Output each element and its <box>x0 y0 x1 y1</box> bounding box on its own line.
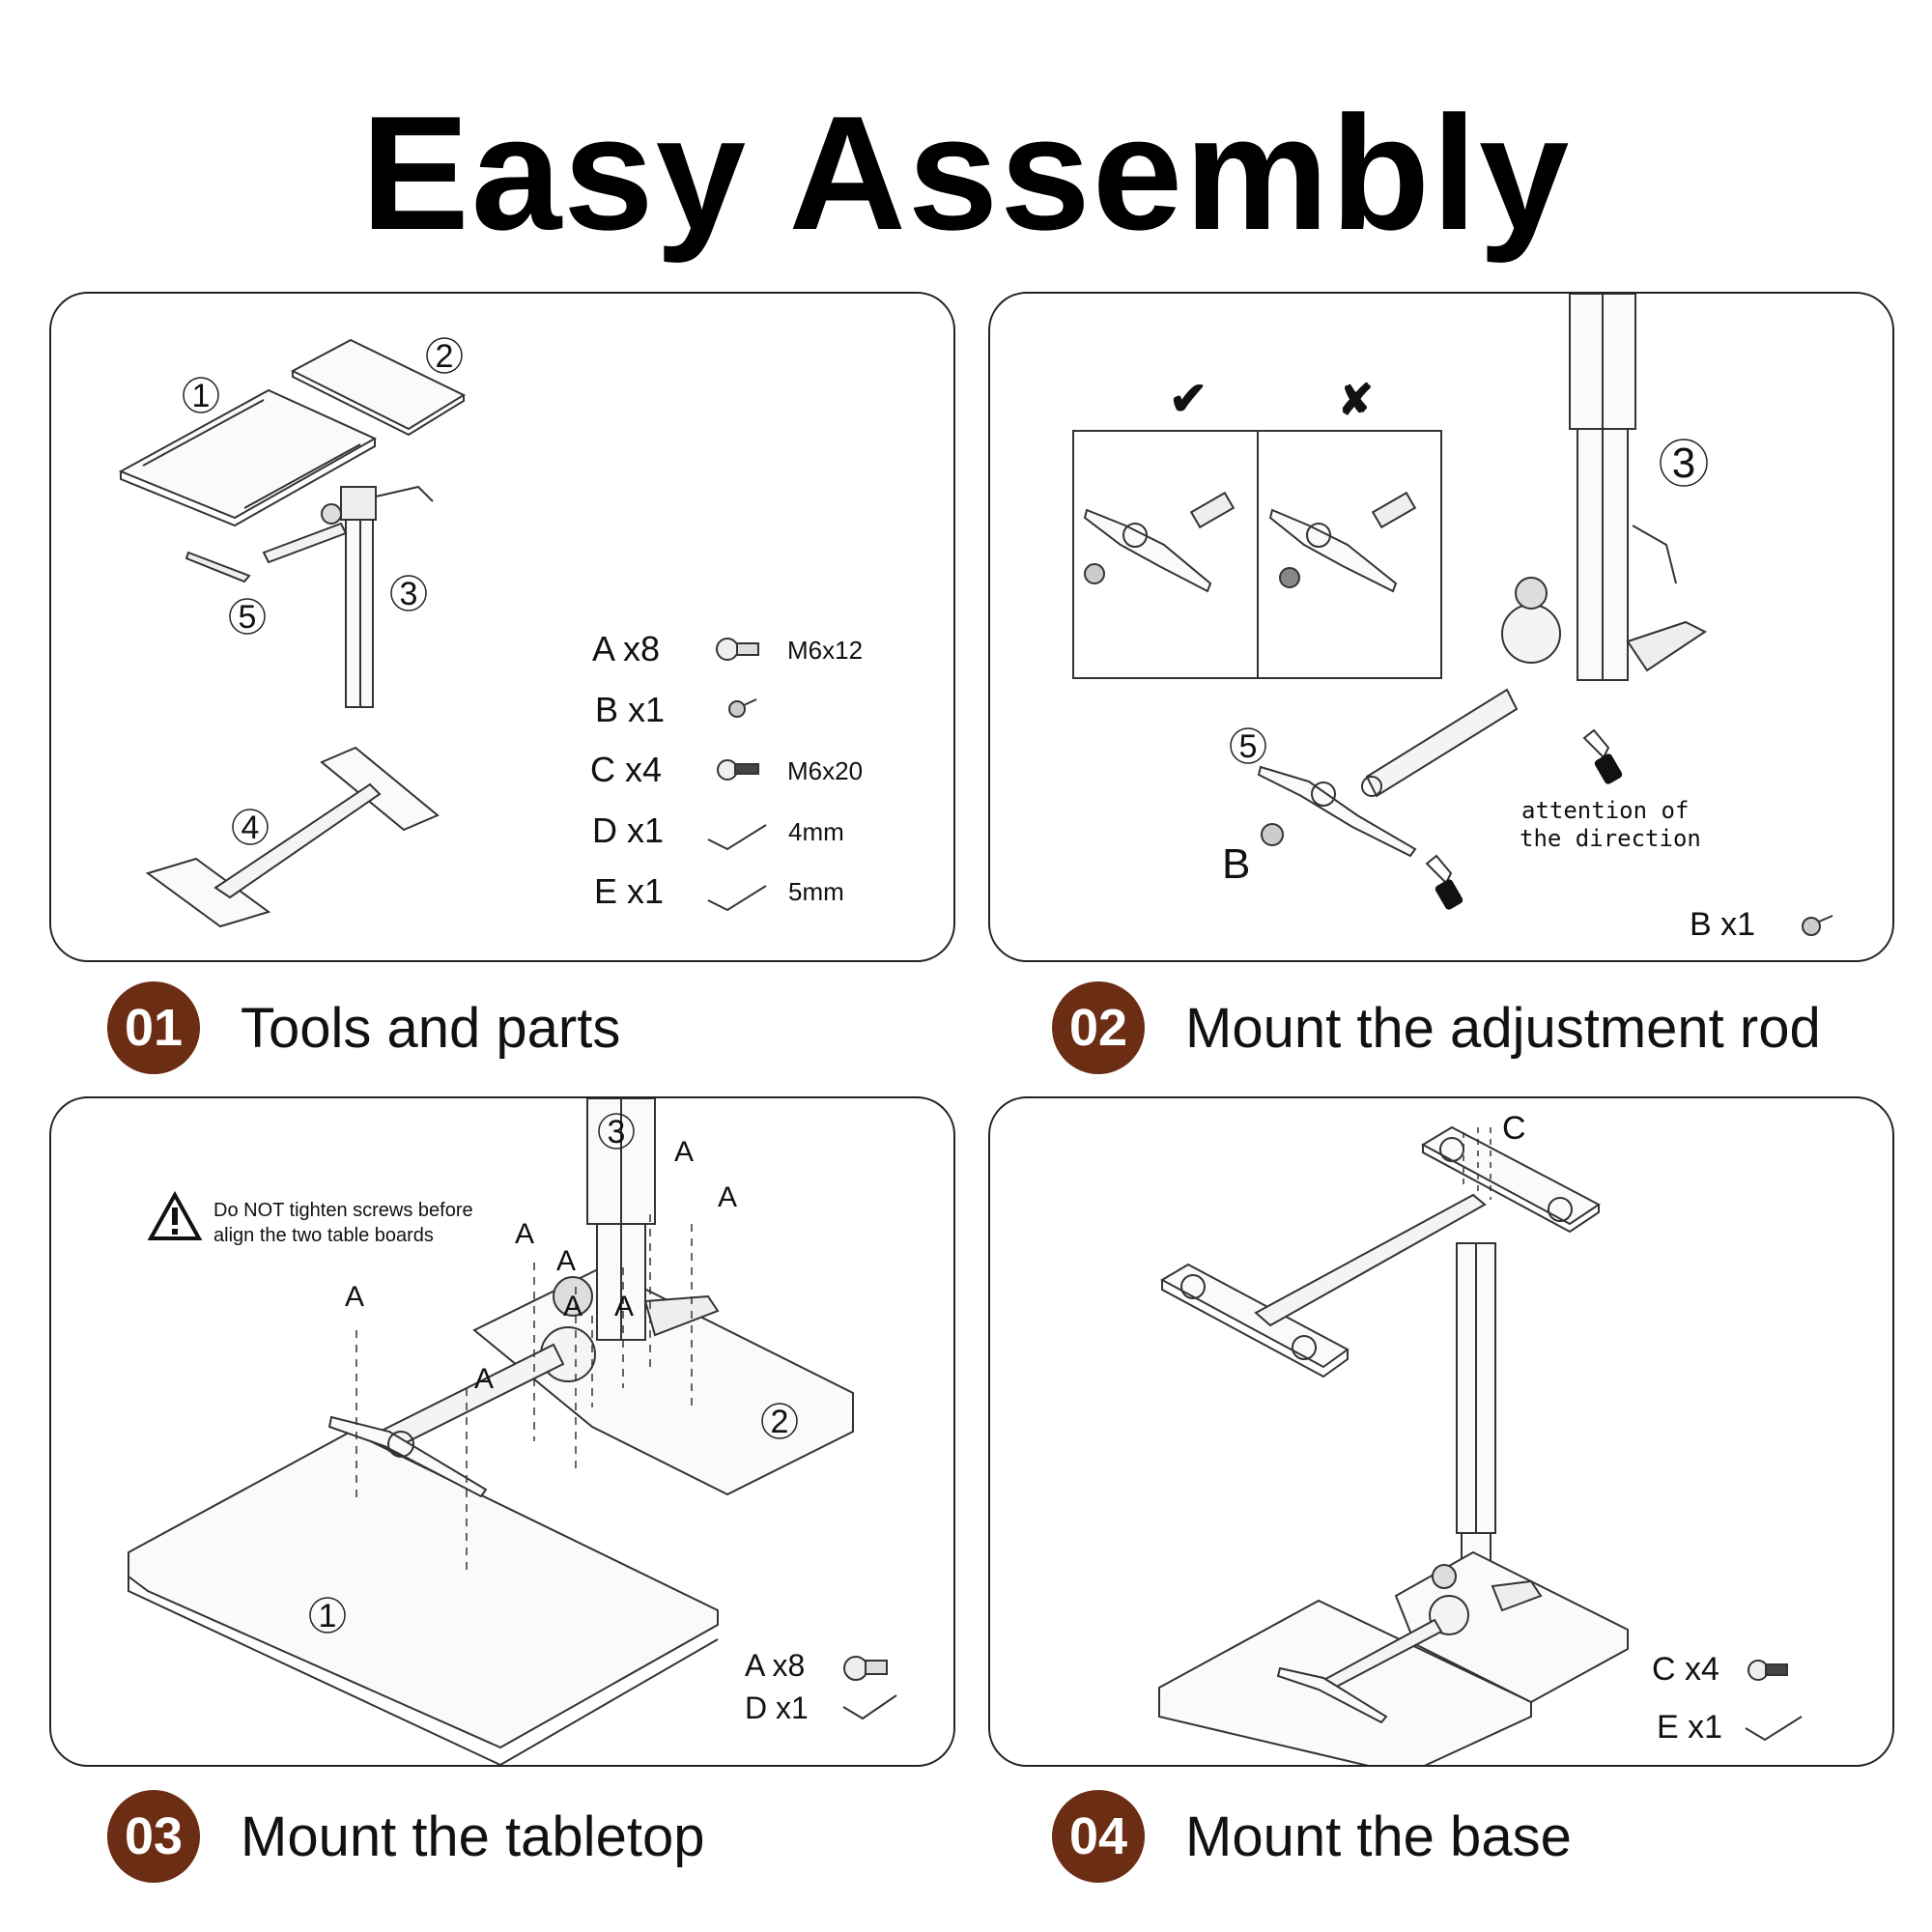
part-label-5: 5 <box>239 599 257 636</box>
adjustment-rod-diagram: ✔ ✘ 3 5 B attention of the direction B x… <box>1072 294 1833 943</box>
part-e-qty: E x1 <box>1657 1709 1722 1746</box>
hex-key-5mm-icon <box>1745 1716 1803 1742</box>
part-label-3: 3 <box>1672 440 1695 487</box>
step-number-badge: 04 <box>1052 1790 1145 1883</box>
correct-check-icon: ✔ <box>1169 374 1208 425</box>
thumb-screw-icon <box>728 698 757 718</box>
part-label-2: 2 <box>771 1404 789 1440</box>
part-b-qty: B x1 <box>1690 906 1755 943</box>
warning-icon <box>147 1190 203 1240</box>
exploded-parts-diagram: 1 2 3 4 5 A x8 B x1 C x4 D x1 E x1 M6x12… <box>118 337 863 928</box>
hex-key-4mm-icon <box>707 824 767 851</box>
hex-key-4mm-icon <box>842 1694 897 1720</box>
direction-note-line1: attention of <box>1521 797 1689 824</box>
screw-c-label: C <box>1502 1110 1526 1147</box>
part-label-1: 1 <box>192 378 211 414</box>
part-label-3: 3 <box>400 576 418 612</box>
panel-tools-and-parts: 1 2 3 4 5 A x8 B x1 C x4 D x1 E x1 M6x12… <box>49 292 955 962</box>
screw-a-label: A <box>345 1281 364 1313</box>
part-a-spec: M6x12 <box>787 636 863 665</box>
part-label-4: 4 <box>242 810 260 846</box>
step-number-badge: 01 <box>107 981 200 1074</box>
wrong-orientation-box <box>1257 430 1442 679</box>
part-d-label: D x1 <box>592 810 664 850</box>
screw-m6x12-icon <box>843 1656 888 1681</box>
step-1-caption: 01 Tools and parts <box>107 981 620 1074</box>
part-b-label: B x1 <box>595 690 665 729</box>
screw-a-label: A <box>718 1181 737 1213</box>
direction-note-line2: the direction <box>1520 825 1701 852</box>
step-4-caption: 04 Mount the base <box>1052 1790 1572 1883</box>
part-c-qty: C x4 <box>1652 1651 1719 1688</box>
step-number-badge: 02 <box>1052 981 1145 1074</box>
step-title: Mount the adjustment rod <box>1185 996 1821 1060</box>
step-title: Mount the tabletop <box>241 1804 705 1868</box>
tabletop-mount-diagram: Do NOT tighten screws before align the t… <box>128 1098 897 1765</box>
screw-a-label: A <box>556 1245 576 1277</box>
part-d-spec: 4mm <box>788 817 844 846</box>
screw-m6x20-icon <box>1747 1660 1788 1681</box>
step-title: Mount the base <box>1185 1804 1572 1868</box>
panel-mount-base: C C x4 E x1 <box>988 1096 1894 1767</box>
screw-m6x20-icon <box>717 759 759 781</box>
step-title: Tools and parts <box>241 996 621 1060</box>
screw-a-label: A <box>674 1136 694 1168</box>
warning-text-line1: Do NOT tighten screws before <box>213 1200 473 1221</box>
part-label-1: 1 <box>319 1598 337 1634</box>
base-mount-diagram: C C x4 E x1 <box>1158 1110 1803 1765</box>
part-d-qty: D x1 <box>745 1690 809 1725</box>
screw-a-label: A <box>515 1218 534 1250</box>
part-a-label: A x8 <box>592 629 660 668</box>
pointing-hand-icon <box>1425 854 1463 910</box>
warning-text-line2: align the two table boards <box>213 1225 434 1246</box>
screw-b-label: B <box>1222 840 1250 888</box>
thumb-screw-icon <box>1802 915 1833 936</box>
screw-m6x12-icon <box>716 638 759 661</box>
screw-a-label: A <box>614 1291 634 1322</box>
step-3-caption: 03 Mount the tabletop <box>107 1790 704 1883</box>
panel-mount-tabletop: Do NOT tighten screws before align the t… <box>49 1096 955 1767</box>
screw-a-label: A <box>563 1291 582 1322</box>
part-a-qty: A x8 <box>745 1648 805 1683</box>
part-label-5: 5 <box>1239 728 1258 765</box>
step-2-caption: 02 Mount the adjustment rod <box>1052 981 1821 1074</box>
part-c-spec: M6x20 <box>787 756 863 785</box>
part-e-label: E x1 <box>594 871 664 911</box>
part-label-2: 2 <box>436 338 454 375</box>
pointing-hand-icon <box>1582 728 1623 784</box>
panel-mount-adjustment-rod: ✔ ✘ 3 5 B attention of the direction B x… <box>988 292 1894 962</box>
part-label-3: 3 <box>608 1114 626 1151</box>
part-c-label: C x4 <box>590 750 662 789</box>
step-number-badge: 03 <box>107 1790 200 1883</box>
part-e-spec: 5mm <box>788 877 844 906</box>
hex-key-5mm-icon <box>707 885 767 912</box>
page-title: Easy Assembly <box>360 82 1572 264</box>
wrong-cross-icon: ✘ <box>1338 377 1374 424</box>
screw-a-label: A <box>474 1363 494 1395</box>
